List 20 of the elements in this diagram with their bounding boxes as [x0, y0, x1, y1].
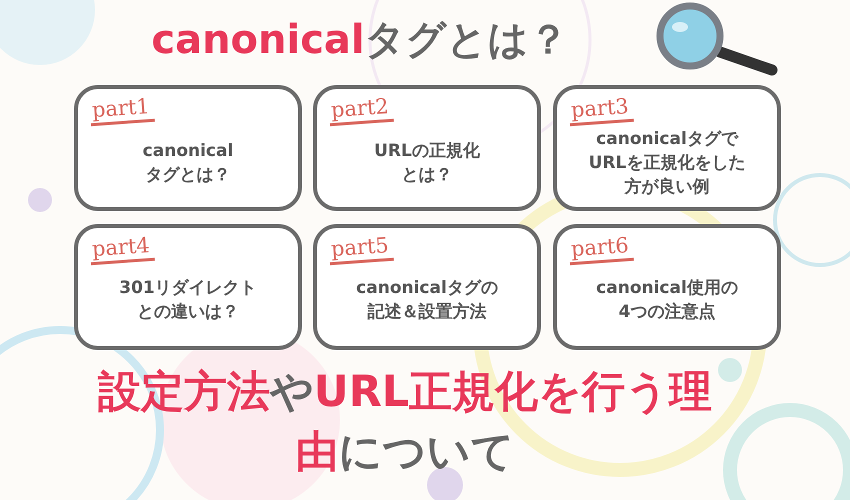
- topic-text: canonicalタグとは？: [142, 140, 234, 187]
- topic-text: canonicalタグでURLを正規化をした方が良い例: [588, 128, 746, 199]
- topic-text: canonical使用の4つの注意点: [595, 277, 739, 324]
- title: canonicalタグとは？: [150, 16, 570, 65]
- part-label: part1: [89, 92, 155, 126]
- part-label: part3: [568, 92, 634, 126]
- topic-card: [74, 85, 302, 211]
- caption: 設定方法やURL正規化を行う理由について: [96, 366, 714, 479]
- part-label: part6: [568, 232, 634, 266]
- topic-text: URLの正規化とは？: [373, 140, 481, 187]
- topic-card: [74, 224, 302, 350]
- topic-card: [553, 85, 781, 211]
- part-label: part2: [328, 92, 394, 126]
- topic-text: canonicalタグの記述＆設置方法: [355, 277, 499, 324]
- topic-card: [313, 224, 541, 350]
- topic-text: 301リダイレクトとの違いは？: [118, 277, 258, 324]
- part-label: part5: [328, 232, 394, 266]
- topic-card: [313, 85, 541, 211]
- part-label: part4: [89, 232, 155, 266]
- topic-card: [553, 224, 781, 350]
